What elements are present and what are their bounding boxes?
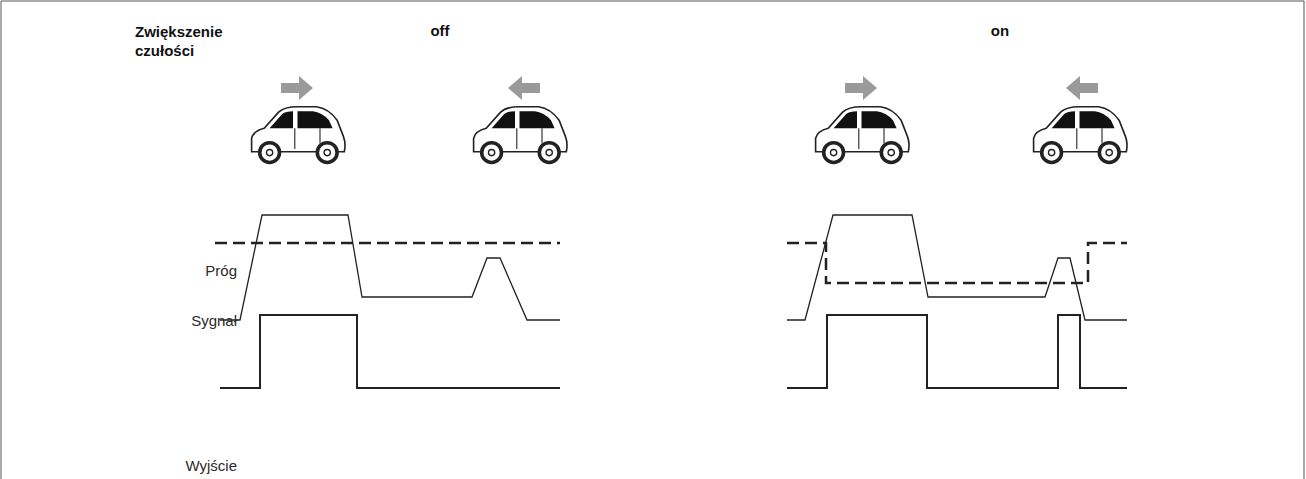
car-hub [324, 149, 330, 155]
car-wheel [482, 143, 502, 163]
signal-curve [220, 215, 560, 320]
car-wheel [539, 143, 559, 163]
car-hub [546, 149, 552, 155]
car-hub [488, 149, 494, 155]
car-door [859, 128, 884, 149]
car-window [1052, 111, 1115, 128]
state-label: off [415, 21, 465, 40]
car-window [834, 111, 897, 128]
car-illustration [1034, 107, 1127, 163]
direction-arrow [508, 76, 540, 100]
direction-arrow [281, 76, 313, 100]
signal-name: Wyjście [100, 456, 237, 475]
signal-curve [787, 215, 1127, 320]
car-hub [888, 149, 894, 155]
direction-arrow [845, 76, 877, 100]
car-illustration [252, 107, 345, 163]
signal-name: Próg [100, 261, 237, 280]
car-hub [1106, 149, 1112, 155]
car-door [295, 128, 320, 149]
car-wheel [881, 143, 901, 163]
car-wheel [824, 143, 844, 163]
output-signal [220, 315, 560, 388]
threshold-line [215, 242, 560, 245]
car-wheel [260, 143, 280, 163]
car-door [517, 128, 542, 149]
car-hub [266, 149, 272, 155]
car-illustration [474, 107, 567, 163]
car-wheel [317, 143, 337, 163]
output-signal [787, 315, 1127, 388]
direction-arrow [1066, 76, 1098, 100]
car-hub [1048, 149, 1054, 155]
car-window [270, 111, 333, 128]
car-wheel [1099, 143, 1119, 163]
car-hub [830, 149, 836, 155]
heading-label: Zwiększenie czułości [135, 22, 245, 60]
car-door [1077, 128, 1102, 149]
car-wheel [1042, 143, 1062, 163]
signal-name: Sygnał [100, 311, 237, 330]
car-window [492, 111, 555, 128]
threshold-line [787, 243, 1127, 283]
car-illustration [816, 107, 909, 163]
state-label: on [975, 21, 1025, 40]
